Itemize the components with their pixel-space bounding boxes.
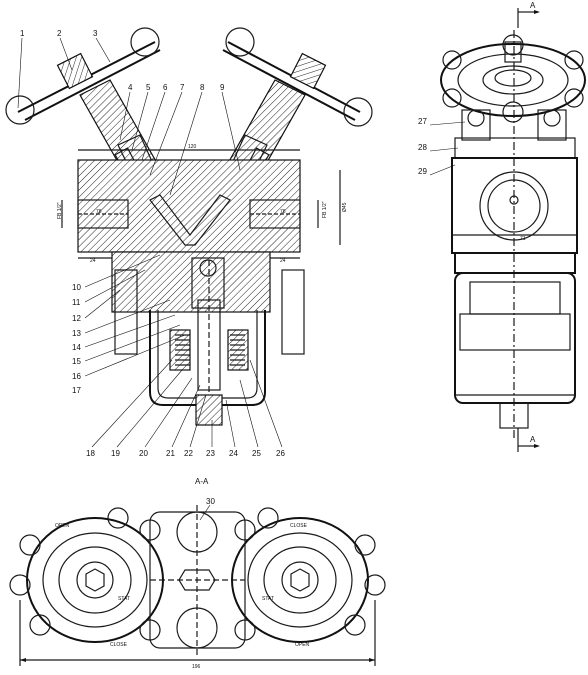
left-state-text: STAT xyxy=(118,596,130,602)
section-label: A-A xyxy=(195,477,209,486)
cut-marker-bottom: A xyxy=(530,435,536,444)
spring-housing xyxy=(149,260,266,426)
part-number: 12 xyxy=(72,314,81,323)
leaders xyxy=(17,37,283,448)
part-number: 2 xyxy=(57,29,62,38)
manifold-body xyxy=(77,159,301,253)
part-number: 22 xyxy=(184,449,193,458)
part-number: 10 xyxy=(72,283,81,292)
left-handwheel: OPEN CLOSE STAT xyxy=(9,507,164,648)
cut-marker-top: A xyxy=(530,1,536,10)
part-number: 6 xyxy=(163,83,168,92)
part-number: 26 xyxy=(276,449,285,458)
part-number: 21 xyxy=(166,449,175,458)
side-handwheel xyxy=(440,34,586,123)
part-number: 11 xyxy=(72,298,81,307)
left-close-text: CLOSE xyxy=(110,642,128,648)
spring xyxy=(175,334,245,366)
part-number: 9 xyxy=(220,83,225,92)
front-dimensions: 120 FB 1/2" FB 1/2" Ø45 78 78 24 24 xyxy=(57,144,348,264)
right-state-text: STAT xyxy=(262,596,274,602)
right-handle xyxy=(222,27,373,127)
front-section-view: 120 FB 1/2" FB 1/2" Ø45 78 78 24 24 xyxy=(5,27,373,458)
dim-left-vert: FB 1/2" xyxy=(57,202,63,219)
part-number: 29 xyxy=(418,167,427,176)
side-view: A 71 xyxy=(418,1,586,452)
part-number: 7 xyxy=(180,83,185,92)
section-aa-view: A-A OPEN CLOSE STAT xyxy=(9,477,386,670)
part-number: 14 xyxy=(72,343,81,352)
part-number: 17 xyxy=(72,386,81,395)
part-number: 28 xyxy=(418,143,427,152)
dim-overall: 196 xyxy=(192,664,201,670)
dim-side-width: 71 xyxy=(520,236,526,242)
part-number: 5 xyxy=(146,83,151,92)
part-number: 1 xyxy=(20,29,25,38)
dim-right-vert: FB 1/2" xyxy=(322,201,328,218)
part-number: 27 xyxy=(418,117,427,126)
left-open-text: OPEN xyxy=(55,523,70,529)
part-number: 30 xyxy=(206,497,215,506)
right-open-text: OPEN xyxy=(295,642,310,648)
part-number: 8 xyxy=(200,83,205,92)
dim-far-right: Ø45 xyxy=(342,202,348,212)
right-handwheel: OPEN CLOSE STAT xyxy=(231,507,386,648)
part-number: 13 xyxy=(72,329,81,338)
dim-right-port: 78 xyxy=(280,209,286,215)
part-number: 15 xyxy=(72,357,81,366)
part-number: 16 xyxy=(72,372,81,381)
left-handle xyxy=(5,27,161,125)
lower-body xyxy=(111,251,305,355)
right-close-text: CLOSE xyxy=(290,523,308,529)
part-number: 4 xyxy=(128,83,133,92)
dim-right-bottom: 24 xyxy=(280,258,286,264)
part-number: 23 xyxy=(206,449,215,458)
part-number: 19 xyxy=(111,449,120,458)
part-number: 18 xyxy=(86,449,95,458)
part-number: 3 xyxy=(93,29,98,38)
dim-left-port: 78 xyxy=(96,209,102,215)
part-number: 24 xyxy=(229,449,238,458)
center-block xyxy=(149,505,246,655)
dim-left-bottom: 24 xyxy=(90,258,96,264)
dim-top-width: 120 xyxy=(188,144,197,150)
part-number: 20 xyxy=(139,449,148,458)
part-number: 25 xyxy=(252,449,261,458)
